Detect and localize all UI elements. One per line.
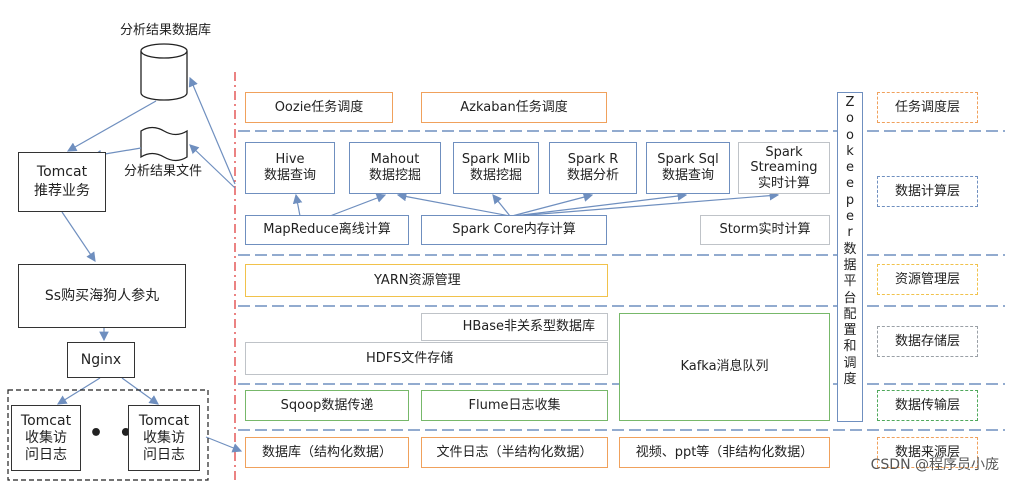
sqoop-box: Sqoop数据传递 bbox=[245, 390, 409, 421]
storm-box: Storm实时计算 bbox=[700, 215, 830, 245]
file-icon bbox=[140, 126, 188, 162]
database-cylinder-icon bbox=[140, 43, 188, 101]
spark-r-box: Spark R 数据分析 bbox=[549, 142, 637, 194]
tomcat-collect-box-1: Tomcat 收集访 问日志 bbox=[11, 405, 81, 471]
layer-label-storage: 数据存储层 bbox=[877, 326, 978, 357]
nginx-box: Nginx bbox=[67, 342, 135, 378]
spark-sql-box: Spark Sql 数据查询 bbox=[646, 142, 730, 194]
spark-mlib-box: Spark Mlib 数据挖掘 bbox=[453, 142, 539, 194]
tomcat-collect-box-2: Tomcat 收集访 问日志 bbox=[128, 405, 200, 471]
spark-streaming-box: Spark Streaming 实时计算 bbox=[738, 142, 830, 194]
tomcat-recommend-box: Tomcat 推荐业务 bbox=[18, 152, 106, 212]
file-label: 分析结果文件 bbox=[124, 164, 203, 179]
product-box: Ss购买海狗人参丸 bbox=[18, 264, 186, 328]
layer-label-resource: 资源管理层 bbox=[877, 264, 978, 295]
spark-core-box: Spark Core内存计算 bbox=[421, 215, 607, 245]
hive-box: Hive 数据查询 bbox=[245, 142, 335, 194]
hbase-box: HBase非关系型数据库 bbox=[421, 313, 608, 341]
source-file-log-box: 文件日志（半结构化数据） bbox=[421, 437, 608, 468]
layer-label-schedule: 任务调度层 bbox=[877, 92, 978, 123]
zookeeper-label: Z o o k e e p e r 数 据 平 台 配 置 和 调 度 bbox=[843, 95, 857, 388]
mahout-box: Mahout 数据挖掘 bbox=[349, 142, 441, 194]
layer-label-transport: 数据传输层 bbox=[877, 390, 978, 421]
layer-label-compute: 数据计算层 bbox=[877, 176, 978, 207]
azkaban-box: Azkaban任务调度 bbox=[421, 92, 607, 123]
flume-box: Flume日志收集 bbox=[421, 390, 608, 421]
kafka-box: Kafka消息队列 bbox=[619, 313, 830, 421]
collector-group bbox=[7, 389, 209, 481]
mapreduce-box: MapReduce离线计算 bbox=[245, 215, 409, 245]
layer-label-source: 数据来源层 bbox=[877, 437, 978, 468]
yarn-box: YARN资源管理 bbox=[245, 264, 608, 297]
oozie-box: Oozie任务调度 bbox=[245, 92, 393, 123]
source-video-box: 视频、ppt等（非结构化数据） bbox=[619, 437, 830, 468]
hdfs-box: HDFS文件存储 bbox=[245, 342, 608, 375]
db-label: 分析结果数据库 bbox=[120, 23, 212, 38]
csdn-watermark: CSDN @程序员小庞 bbox=[870, 457, 999, 473]
source-db-box: 数据库（结构化数据） bbox=[245, 437, 409, 468]
zookeeper-bar: Z o o k e e p e r 数 据 平 台 配 置 和 调 度 bbox=[837, 92, 863, 422]
